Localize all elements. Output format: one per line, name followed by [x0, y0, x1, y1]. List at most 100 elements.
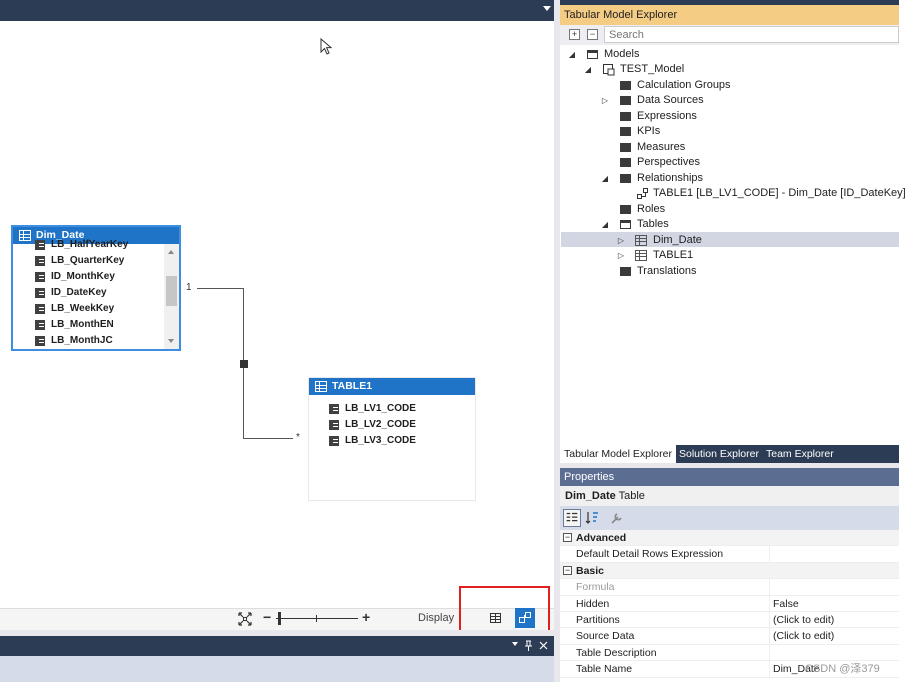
table-header[interactable]: Dim_Date — [13, 227, 179, 244]
zoom-in-button[interactable]: + — [362, 609, 371, 625]
column-icon — [329, 404, 339, 414]
tree-item-translations[interactable]: Translations — [600, 264, 850, 279]
explorer-title: Tabular Model Explorer — [560, 5, 899, 25]
chevron-down-icon[interactable] — [512, 642, 518, 646]
column-list[interactable]: LB_HalfYearKey LB_QuarterKey ID_MonthKey… — [13, 239, 165, 349]
property-row[interactable]: Table Description — [560, 644, 899, 662]
tree-item-test-model[interactable]: ◢ TEST_Model — [584, 63, 685, 76]
column-list-scrollbar[interactable] — [164, 244, 179, 349]
property-row[interactable]: Hidden False — [560, 595, 899, 612]
property-divider — [769, 595, 770, 612]
categorized-view-icon[interactable] — [563, 509, 581, 527]
relationship-icon — [637, 188, 648, 199]
collapse-all-button[interactable]: − — [587, 29, 598, 40]
diagram-status-bar — [0, 608, 554, 630]
model-icon — [603, 64, 615, 76]
properties-toolbar — [560, 506, 899, 530]
diagram-table-table1[interactable]: TABLE1 LB_LV1_CODE LB_LV2_CODE LB_LV3_CO… — [308, 377, 476, 501]
folder-open-icon — [620, 220, 631, 229]
collapse-triangle-icon[interactable]: ◢ — [568, 50, 576, 59]
diagram-icon-part — [524, 615, 525, 618]
table-icon — [635, 235, 647, 246]
tree-item-kpis[interactable]: KPIs — [600, 124, 850, 139]
collapse-icon[interactable]: − — [563, 564, 572, 575]
tree-item-data-sources[interactable]: ▷ Data Sources — [601, 94, 704, 106]
search-input[interactable] — [604, 26, 899, 43]
property-row[interactable]: Formula — [560, 579, 899, 596]
property-divider — [769, 612, 770, 628]
diagram-icon — [519, 617, 525, 623]
expand-triangle-icon[interactable]: ▷ — [617, 236, 625, 245]
expand-all-button[interactable]: + — [569, 29, 580, 40]
zoom-slider-thumb[interactable] — [278, 612, 281, 625]
panel-splitter[interactable] — [560, 463, 899, 468]
property-row[interactable]: Source Data (Click to edit) — [560, 628, 899, 645]
zoom-slider-tick — [316, 615, 317, 622]
table-icon — [19, 230, 31, 241]
property-row[interactable]: Table Name Dim_Date — [560, 661, 899, 678]
zoom-slider[interactable] — [276, 618, 358, 619]
tree-item-perspectives[interactable]: Perspectives — [600, 155, 850, 170]
table-icon — [490, 613, 501, 623]
scroll-down-icon[interactable] — [168, 339, 174, 343]
table-icon — [315, 381, 327, 392]
property-divider — [769, 546, 770, 563]
relationship-line[interactable] — [197, 288, 243, 289]
mouse-cursor-icon — [320, 37, 333, 55]
table-header[interactable]: TABLE1 — [309, 378, 475, 395]
tree-item-roles[interactable]: Roles — [600, 202, 850, 217]
properties-object-line[interactable]: Dim_Date Table — [560, 486, 899, 506]
tree-item-tables[interactable]: ◢ Tables — [601, 218, 669, 230]
tree-item-relationship[interactable]: TABLE1 [LB_LV1_CODE] - Dim_Date [ID_Date… — [617, 186, 906, 201]
vertical-splitter[interactable] — [554, 0, 560, 682]
column-icon — [35, 336, 45, 346]
tree-item-table-table1[interactable]: ▷ TABLE1 — [617, 249, 694, 261]
close-icon[interactable] — [539, 641, 548, 650]
properties-title: Properties — [560, 468, 899, 486]
property-row[interactable]: Default Detail Rows Expression — [560, 546, 899, 563]
wrench-icon[interactable] — [608, 509, 626, 527]
expand-triangle-icon[interactable]: ▷ — [617, 251, 625, 260]
property-value[interactable]: Dim_Date — [773, 663, 820, 676]
table-icon — [635, 250, 647, 261]
zoom-out-button[interactable]: − — [263, 609, 272, 625]
scrollbar-thumb[interactable] — [166, 276, 177, 306]
column-icon — [35, 272, 45, 282]
property-category-advanced[interactable]: − Advanced — [560, 530, 899, 547]
grid-view-button[interactable] — [488, 610, 504, 626]
tab-tabular-model-explorer[interactable]: Tabular Model Explorer — [560, 445, 676, 463]
property-row[interactable]: Partitions (Click to edit) — [560, 612, 899, 629]
collapse-triangle-icon[interactable]: ◢ — [601, 220, 609, 229]
pin-icon[interactable] — [524, 640, 533, 652]
collapse-triangle-icon[interactable]: ◢ — [584, 65, 592, 74]
folder-icon — [620, 112, 631, 121]
collapse-triangle-icon[interactable]: ◢ — [601, 174, 609, 183]
sort-alphabetical-icon[interactable] — [584, 509, 602, 527]
property-divider — [769, 661, 770, 678]
property-category-basic[interactable]: − Basic — [560, 562, 899, 580]
panel-splitter[interactable] — [0, 630, 554, 636]
chevron-down-icon[interactable] — [543, 6, 551, 11]
property-value[interactable]: (Click to edit) — [773, 630, 835, 643]
column-icon — [329, 436, 339, 446]
tree-item-models[interactable]: ◢ Models — [568, 48, 640, 60]
fit-to-screen-icon[interactable] — [238, 612, 252, 626]
property-value[interactable]: False — [773, 597, 799, 610]
tree-item-relationships[interactable]: ◢ Relationships — [601, 172, 704, 184]
collapse-icon[interactable]: − — [563, 532, 572, 542]
diagram-table-dim-date[interactable]: Dim_Date LB_HalfYearKey LB_QuarterKey ID… — [11, 225, 181, 351]
column-icon — [329, 420, 339, 430]
tree-item-measures[interactable]: Measures — [600, 140, 850, 155]
tree-item-table-dim-date[interactable]: ▷ Dim_Date — [617, 234, 702, 246]
folder-open-icon — [587, 50, 598, 59]
tab-team-explorer[interactable]: Team Explorer — [766, 448, 834, 460]
folder-icon — [620, 174, 631, 183]
tree-item-expressions[interactable]: Expressions — [600, 109, 850, 124]
expand-triangle-icon[interactable]: ▷ — [601, 96, 609, 105]
tab-solution-explorer[interactable]: Solution Explorer — [679, 448, 759, 460]
tree-item-calculation-groups[interactable]: Calculation Groups — [600, 78, 850, 93]
relationship-line[interactable] — [243, 438, 293, 439]
diagram-view-button[interactable] — [515, 608, 535, 628]
scroll-up-icon[interactable] — [168, 250, 174, 254]
property-value[interactable]: (Click to edit) — [773, 614, 835, 626]
